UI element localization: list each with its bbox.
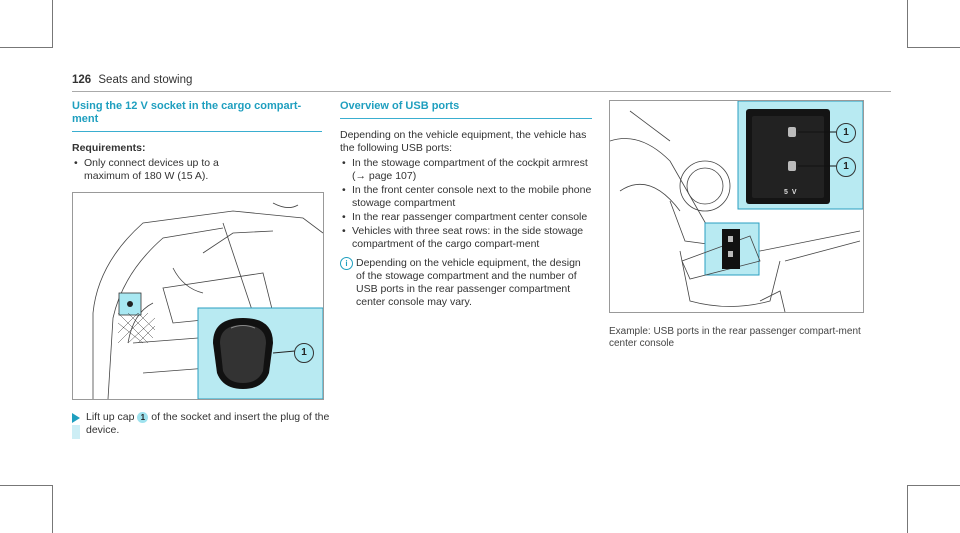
requirements-list: Only connect devices up to a maximum of … — [72, 157, 322, 183]
usb-port-list: In the stowage compartment of the cockpi… — [340, 157, 592, 251]
cargo-compartment-drawing — [92, 202, 323, 399]
instruction-step: Lift up cap 1 of the socket and insert t… — [72, 411, 336, 439]
heading-rule — [340, 118, 592, 119]
crop-mark — [52, 485, 53, 533]
section-heading-12v: Using the 12 V socket in the cargo compa… — [72, 100, 302, 125]
step-text: of the socket and insert the plug of the… — [86, 411, 330, 436]
list-item: In the rear passenger compartment center… — [340, 211, 592, 224]
step-text: Lift up cap — [86, 411, 135, 423]
page-number: 126 — [72, 74, 92, 86]
list-item: Only connect devices up to a maximum of … — [72, 157, 254, 183]
step-arrow-icon — [72, 413, 80, 423]
callout-usb-lower: 1 — [836, 157, 856, 177]
usb-ports-illustration: 5 V 1 1 — [609, 100, 864, 313]
requirements-title: Requirements: — [72, 142, 146, 154]
middle-column: Overview of USB ports Depending on the v… — [340, 100, 592, 309]
port-voltage-label: 5 V — [784, 189, 798, 196]
crop-mark — [907, 485, 908, 533]
crop-mark — [907, 47, 960, 48]
intro-paragraph: Depending on the vehicle equipment, the … — [340, 129, 587, 154]
note-text: Depending on the vehicle equipment, the … — [356, 257, 581, 308]
info-icon: i — [340, 257, 353, 270]
page-header: 126 Seats and stowing — [72, 74, 192, 86]
rear-console-drawing — [610, 101, 863, 312]
heading-rule — [72, 131, 322, 132]
crop-mark — [52, 0, 53, 48]
header-rule — [72, 91, 891, 92]
section-title: Seats and stowing — [98, 74, 193, 86]
section-heading-usb: Overview of USB ports — [340, 100, 460, 112]
left-column: Using the 12 V socket in the cargo compa… — [72, 100, 322, 184]
cap-marker: 1 — [137, 411, 149, 423]
crop-mark — [907, 485, 960, 486]
info-note: i Depending on the vehicle equipment, th… — [340, 257, 592, 309]
cargo-socket-illustration: 1 — [72, 192, 324, 400]
figure-caption: Example: USB ports in the rear passenger… — [609, 326, 861, 349]
list-item: Vehicles with three seat rows: in the si… — [340, 225, 592, 251]
list-item: In the front center console next to the … — [340, 184, 592, 210]
step-bar — [72, 425, 80, 439]
callout-usb-upper: 1 — [836, 123, 856, 143]
list-item: In the stowage compartment of the cockpi… — [340, 157, 592, 183]
crop-mark — [0, 47, 52, 48]
crop-mark — [907, 0, 908, 48]
callout-cap: 1 — [294, 343, 314, 363]
crop-mark — [0, 485, 52, 486]
